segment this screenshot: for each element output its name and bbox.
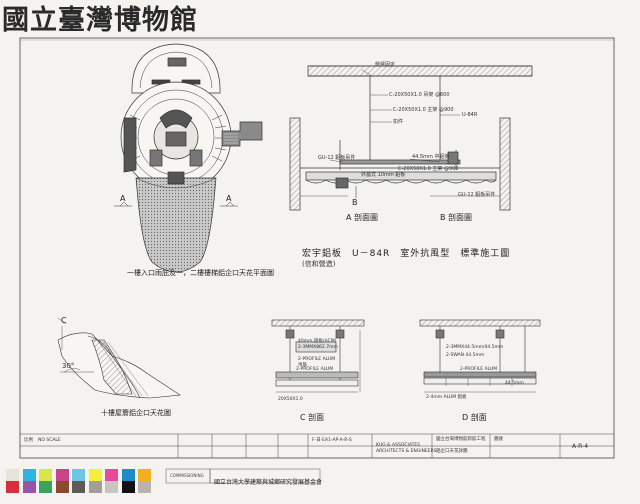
section-title-a: A 剖面圖 bbox=[346, 213, 379, 222]
drawing-code: F-日·EA1-AP-A-R-S bbox=[312, 438, 352, 443]
firm-name-2: ARCHITECTS & ENGINEERS bbox=[376, 449, 437, 454]
project-name: 國立台灣博物館新館工程 bbox=[436, 437, 486, 442]
color-swatch bbox=[88, 481, 102, 493]
detail-label: 外露式 10mm 鋁板 bbox=[361, 172, 406, 178]
section-title-c: C 剖面 bbox=[300, 413, 325, 422]
plan-caption-main: 一樓入口雨庇及一，二樓樓梯鋁企口天花平面圖 bbox=[127, 269, 274, 277]
detail-label: C-20X50X1.0 主架 @900 bbox=[393, 107, 454, 113]
detail-label: C-20X50X1.0 吊架 @600 bbox=[389, 92, 450, 98]
color-swatch bbox=[6, 469, 19, 481]
footer-code: COMMISSIONING bbox=[170, 473, 204, 478]
detail-c-label: 吊筋 bbox=[298, 363, 307, 368]
detail-d-label: 44.5mm bbox=[505, 381, 524, 386]
plan-mark-a-left: A bbox=[120, 194, 126, 203]
plan-caption-sector: 十樓屋簷鋁企口天花圖 bbox=[101, 409, 171, 417]
detail-d-label: 2-3MMX44.5mm/44.5mm bbox=[446, 345, 504, 350]
plan-mark-c: C bbox=[61, 316, 67, 325]
color-swatch bbox=[105, 469, 118, 481]
main-title: 宏宇鋁板 U－84R 室外抗風型 標準施工圖 bbox=[302, 249, 511, 259]
detail-label: 扣件 bbox=[393, 119, 404, 125]
scale-value: NO SCALE bbox=[38, 438, 61, 443]
detail-c-drawing bbox=[271, 319, 365, 393]
color-swatch bbox=[55, 469, 69, 481]
color-swatch bbox=[72, 481, 85, 493]
color-swatch bbox=[121, 469, 135, 481]
sector-drawing bbox=[57, 317, 181, 399]
footer-text: 國立台灣大學建築與城鄉研究發展基金會 bbox=[214, 479, 323, 486]
color-swatch bbox=[55, 481, 69, 493]
title-block-lines bbox=[20, 433, 614, 458]
detail-label: 懸臂固定 bbox=[375, 62, 396, 68]
detail-label: GU-12 鋁板吊件 bbox=[318, 155, 356, 161]
museum-stamp: 國立臺灣博物館 bbox=[2, 5, 198, 36]
detail-d-label: 2-4mm ALUM 鋁板 bbox=[426, 395, 467, 400]
title-block: 比例 NO SCALE F-日·EA1-AP-A-R-S KUO & ASSOC… bbox=[0, 434, 640, 460]
color-swatch bbox=[72, 469, 85, 481]
color-swatch bbox=[39, 481, 52, 493]
footer-text-box bbox=[209, 468, 321, 484]
color-swatch bbox=[39, 469, 52, 481]
color-swatch bbox=[138, 481, 151, 493]
detail-c-label: 2-3MMX862.7mm bbox=[298, 345, 338, 350]
detail-c-label: 2-PROFILE ALUM bbox=[298, 357, 336, 362]
detail-c-label: 40mm 鋁板(ACM) bbox=[298, 339, 337, 344]
color-swatch bbox=[88, 469, 102, 481]
color-swatch bbox=[138, 469, 151, 481]
detail-c-label: 20X50X1.0 bbox=[278, 397, 303, 402]
plan-drawing bbox=[114, 43, 263, 273]
detail-d-label: 2-SWAN 44.5mm bbox=[446, 353, 485, 358]
section-title-b: B 剖面圖 bbox=[440, 213, 473, 222]
plan-angle: 30° bbox=[62, 362, 75, 370]
section-mark-b: B bbox=[352, 198, 358, 207]
detail-ab-drawing bbox=[289, 65, 533, 211]
color-swatch bbox=[22, 469, 36, 481]
section-title-d: D 剖面 bbox=[462, 413, 487, 422]
main-subtitle: (信和營造) bbox=[302, 260, 336, 268]
detail-d-label: 2-PROFILE ALUM bbox=[460, 367, 498, 372]
detail-d-drawing bbox=[419, 319, 541, 393]
plan-mark-a-right: A bbox=[226, 194, 232, 203]
sheet-title: 鋁企口天花詳圖 bbox=[436, 449, 468, 454]
sheet-border bbox=[19, 37, 615, 459]
drawing-no-label: 圖號 bbox=[494, 437, 503, 442]
drawing-no: A-R-4 bbox=[572, 443, 589, 450]
firm-name-1: KUO & ASSOCIATES bbox=[376, 443, 421, 448]
scale-label: 比例 bbox=[24, 438, 33, 443]
detail-label: GU-12 鋁板吊件 bbox=[458, 192, 496, 198]
detail-label: U-84R bbox=[462, 112, 478, 118]
detail-label: 44.5mm 中鋁條 bbox=[412, 154, 450, 160]
color-swatch bbox=[6, 481, 19, 493]
color-swatch bbox=[22, 481, 36, 493]
color-swatch bbox=[121, 481, 135, 493]
color-swatch bbox=[105, 481, 118, 493]
detail-label: C-20X50X1.0 主架 @900 bbox=[398, 166, 459, 172]
detail-c-label: 2-PROFILE ALUM bbox=[296, 367, 334, 372]
